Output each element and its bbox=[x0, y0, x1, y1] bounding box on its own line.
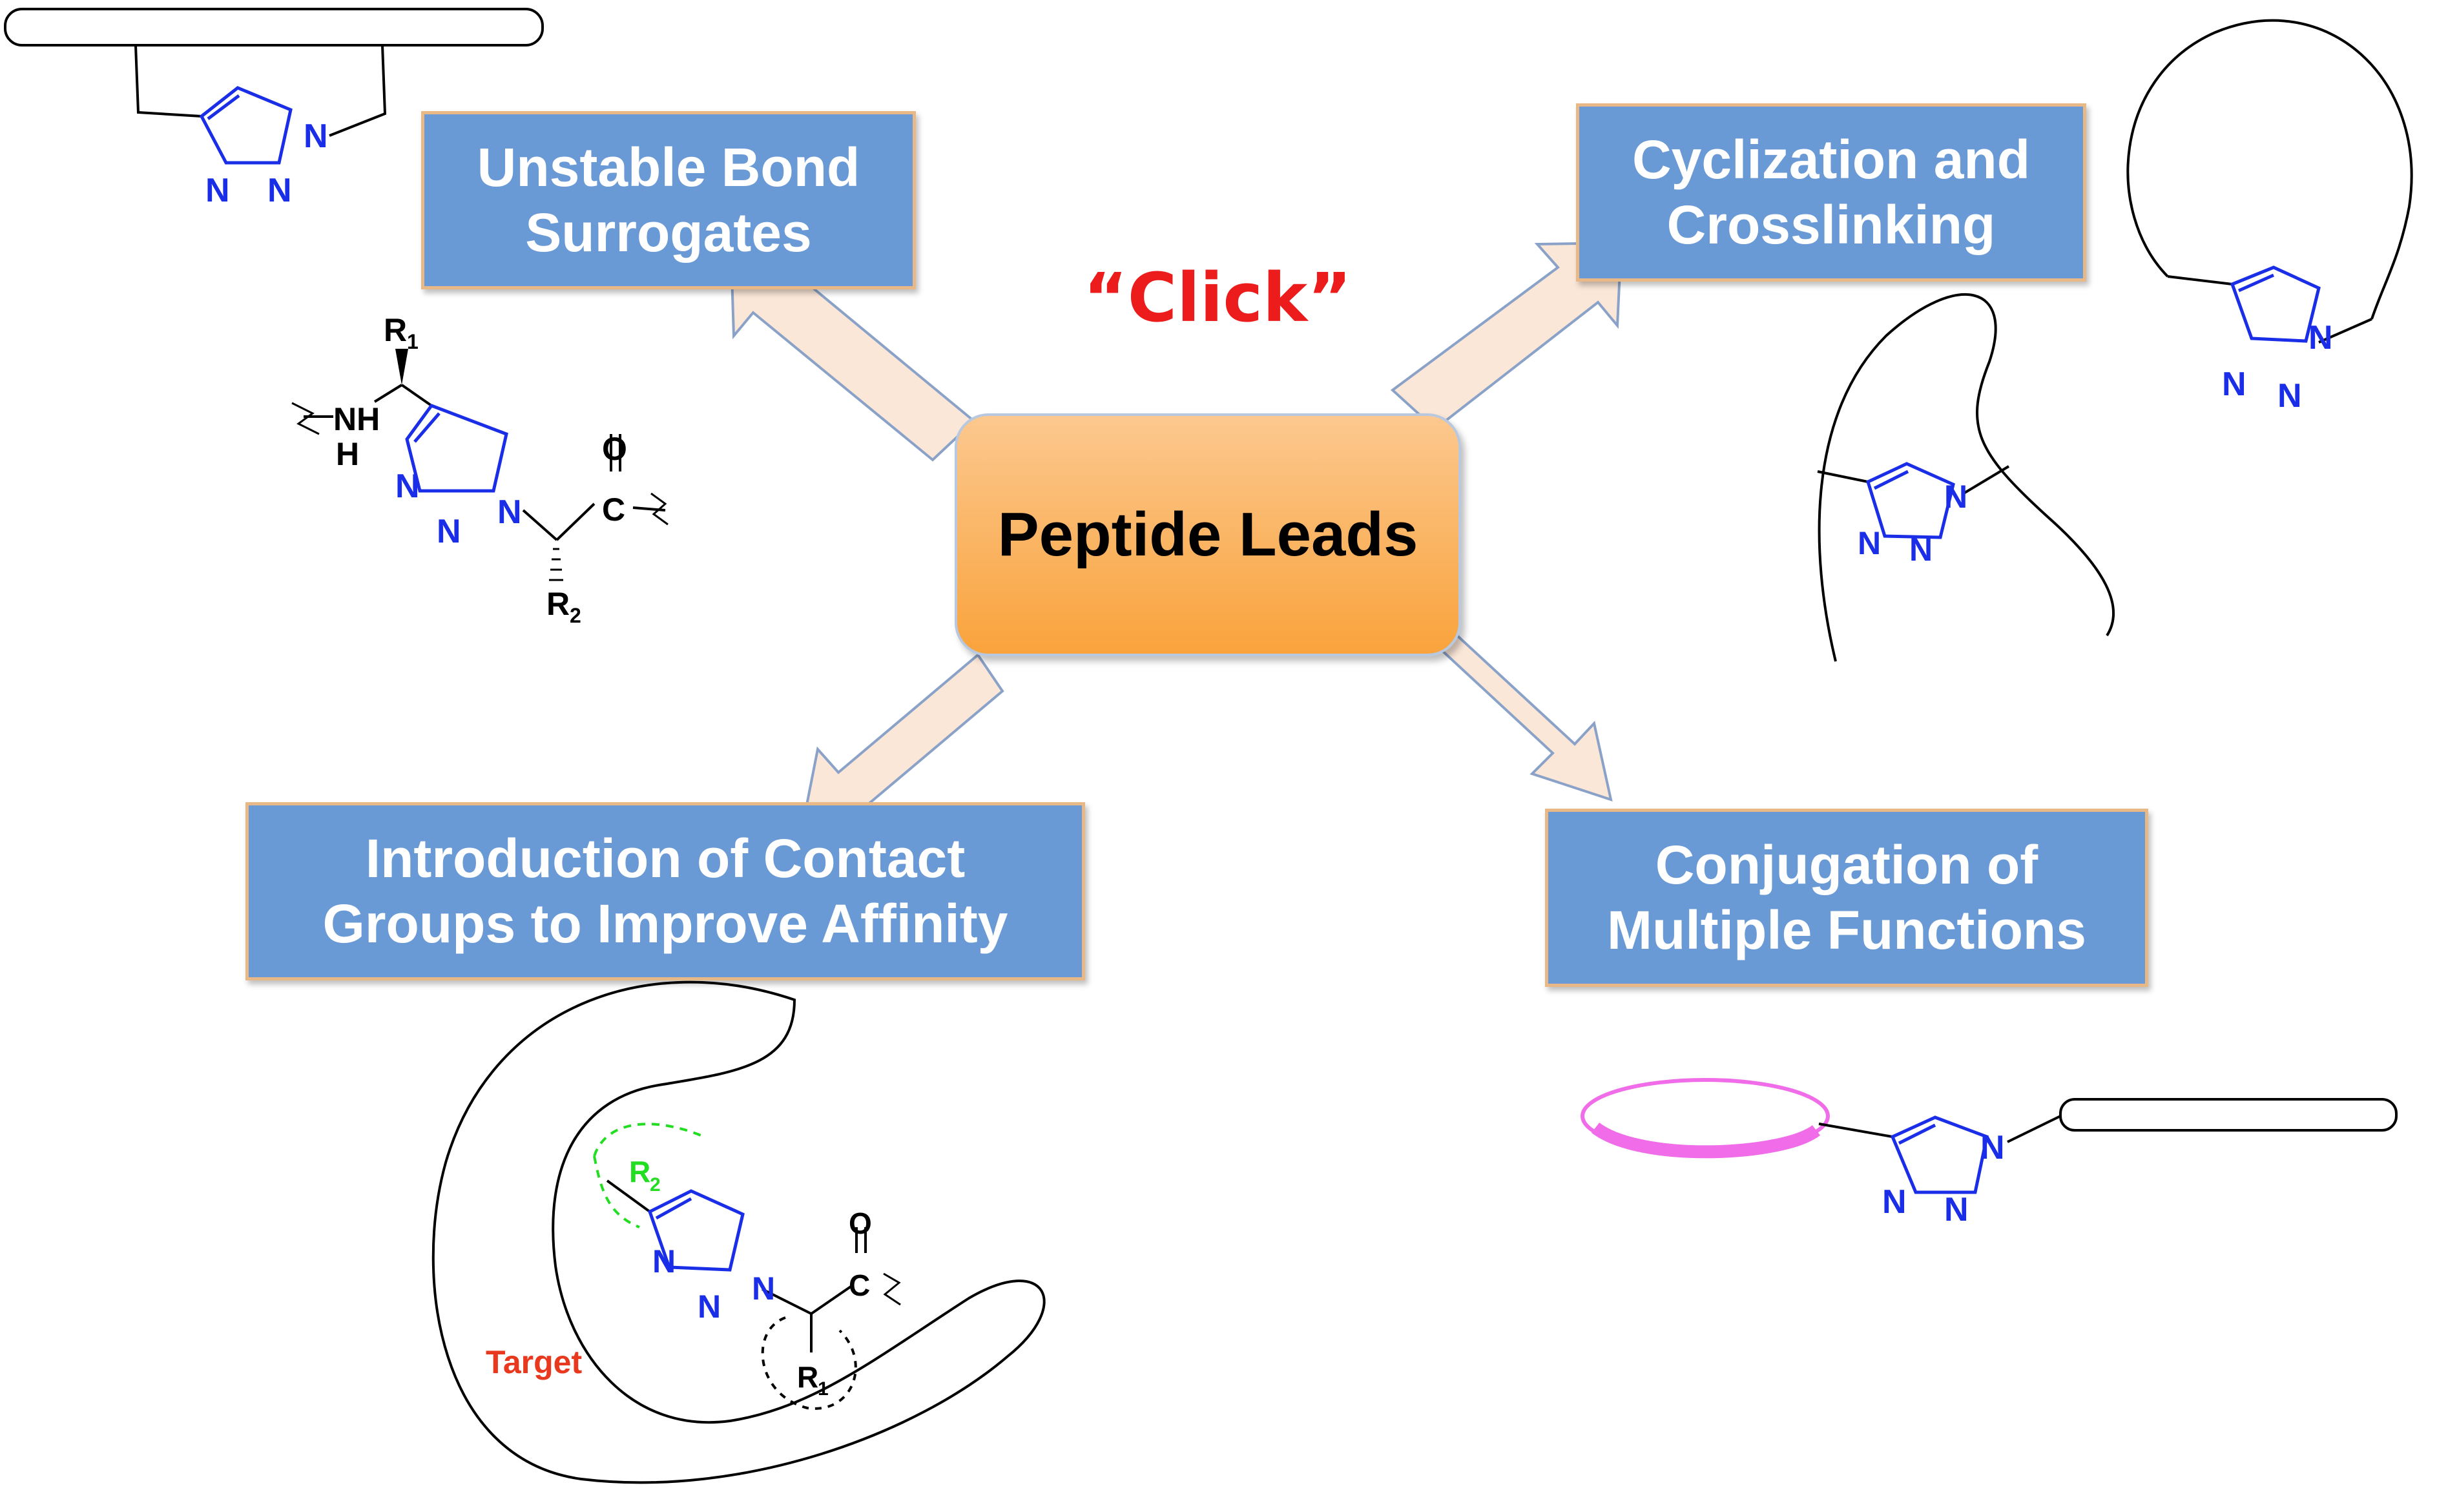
click-title: “Click” bbox=[1083, 258, 1352, 337]
atom-n2-macro: N bbox=[2277, 377, 2302, 415]
atom-r2-label: R bbox=[546, 586, 570, 622]
atom-n1-target: N bbox=[752, 1270, 775, 1307]
atom-n3: N bbox=[205, 172, 230, 209]
atom-r1-target-sub: 1 bbox=[818, 1378, 829, 1400]
cyclization-line1: Cyclization and bbox=[1632, 129, 2031, 191]
conjugation-line1: Conjugation of bbox=[1655, 834, 2038, 896]
contact-line1: Introduction of Contact bbox=[365, 828, 966, 889]
atom-n2: N bbox=[267, 172, 292, 209]
atom-n3-conj: N bbox=[1882, 1183, 1907, 1221]
atom-n3-loop: N bbox=[1858, 525, 1881, 561]
atom-n1-macro: N bbox=[2308, 319, 2333, 357]
atom-o: O bbox=[602, 431, 627, 467]
atom-n1-amide: N bbox=[497, 493, 522, 531]
conjugation-structure: N N N bbox=[1581, 1078, 2398, 1228]
atom-n1-conj: N bbox=[1980, 1129, 2005, 1166]
amide-surrogate-structure: R 1 NH H N N N O C R 2 bbox=[291, 312, 669, 627]
triazole-ring bbox=[199, 86, 293, 165]
unstable-line1: Unstable Bond bbox=[477, 137, 860, 198]
target-label: Target bbox=[486, 1344, 583, 1380]
atom-nh: NH bbox=[333, 401, 380, 437]
conjugation-box: Conjugation of Multiple Functions bbox=[1545, 809, 2148, 987]
atom-n2-amide: N bbox=[437, 513, 461, 550]
atom-n2-loop: N bbox=[1909, 532, 1933, 568]
atom-c: C bbox=[602, 492, 625, 528]
atom-n3-target: N bbox=[652, 1243, 676, 1279]
peptide-leads-label: Peptide Leads bbox=[997, 500, 1418, 569]
atom-r2-green: R bbox=[629, 1155, 650, 1188]
atom-h: H bbox=[336, 436, 359, 472]
atom-n1-loop: N bbox=[1944, 479, 1967, 515]
unstable-bond-box: Unstable Bond Surrogates bbox=[421, 111, 916, 289]
atom-r2-green-sub: 2 bbox=[650, 1174, 661, 1196]
atom-n2-conj: N bbox=[1944, 1191, 1969, 1228]
atom-c-target: C bbox=[849, 1269, 870, 1302]
atom-n1: N bbox=[304, 118, 328, 155]
atom-n3-macro: N bbox=[2222, 366, 2246, 403]
target-pocket-structure: R 2 N N N O C R 1 bbox=[431, 980, 1046, 1484]
atom-n2-target: N bbox=[698, 1289, 721, 1325]
atom-n3-amide: N bbox=[395, 468, 420, 505]
cyclization-line2: Crosslinking bbox=[1666, 194, 1996, 255]
atom-r1-sub: 1 bbox=[407, 330, 419, 353]
contact-line2: Groups to Improve Affinity bbox=[322, 893, 1008, 954]
atom-r1-label: R bbox=[384, 312, 407, 348]
peptide-leads-box: Peptide Leads bbox=[955, 413, 1461, 656]
contact-groups-box: Introduction of Contact Groups to Improv… bbox=[245, 802, 1085, 980]
unstable-line2: Surrogates bbox=[525, 202, 812, 263]
atom-o-target: O bbox=[849, 1206, 872, 1240]
atom-r1-target: R bbox=[797, 1360, 818, 1394]
atom-r2-sub: 2 bbox=[570, 604, 581, 627]
conjugation-line2: Multiple Functions bbox=[1607, 900, 2086, 960]
cyclization-box: Cyclization and Crosslinking bbox=[1576, 103, 2086, 282]
crosslink-structure: N N N bbox=[1817, 293, 2115, 662]
macrocycle-structure: N N N bbox=[2126, 19, 2413, 415]
arrow-to-conjugation bbox=[1427, 634, 1613, 802]
bar-triazole-structure: N N N bbox=[4, 8, 544, 209]
